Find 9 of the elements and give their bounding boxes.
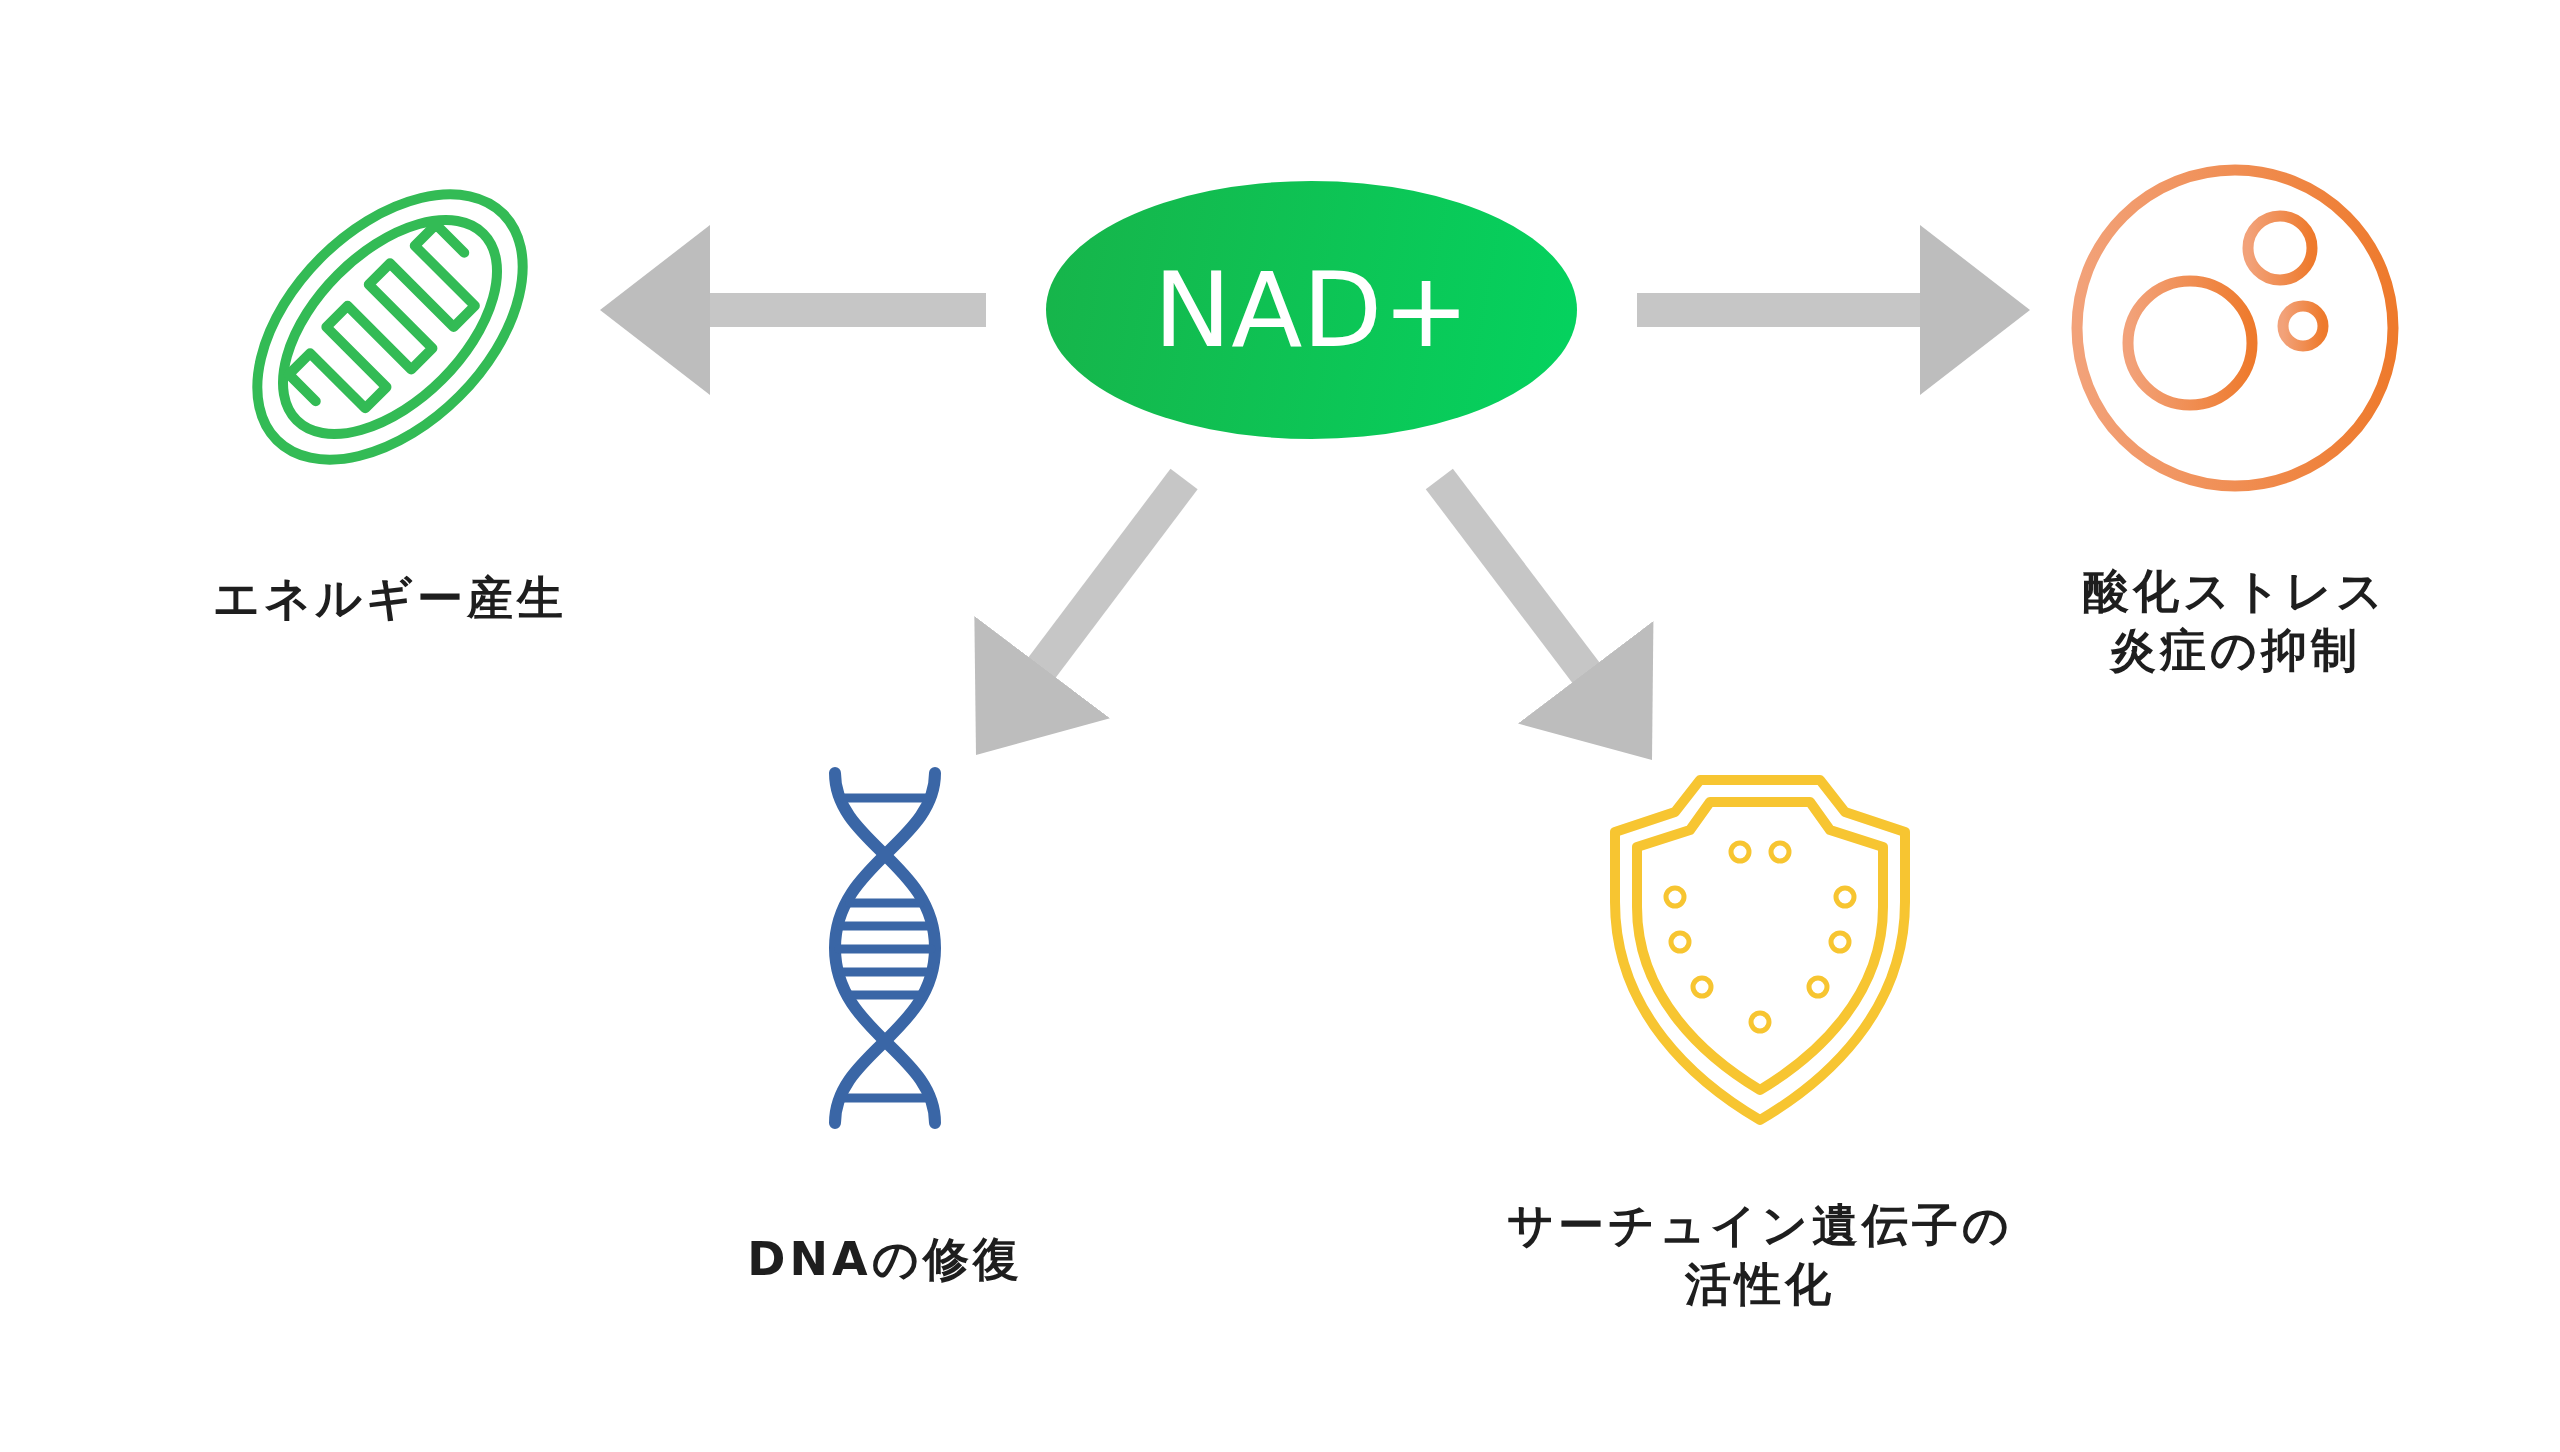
arrow <box>974 468 1198 755</box>
arrow <box>1425 468 1654 760</box>
node-label: DNAの修復 <box>746 1231 1024 1288</box>
node-label: NAD+ <box>1153 249 1470 371</box>
node-label: 酸化ストレス炎症の抑制 <box>2082 563 2388 679</box>
arrow <box>600 225 986 395</box>
node-label: エネルギー産生 <box>212 570 568 627</box>
node-label: サーチュイン遺伝子の活性化 <box>1506 1197 2014 1313</box>
arrow <box>1637 225 2030 395</box>
